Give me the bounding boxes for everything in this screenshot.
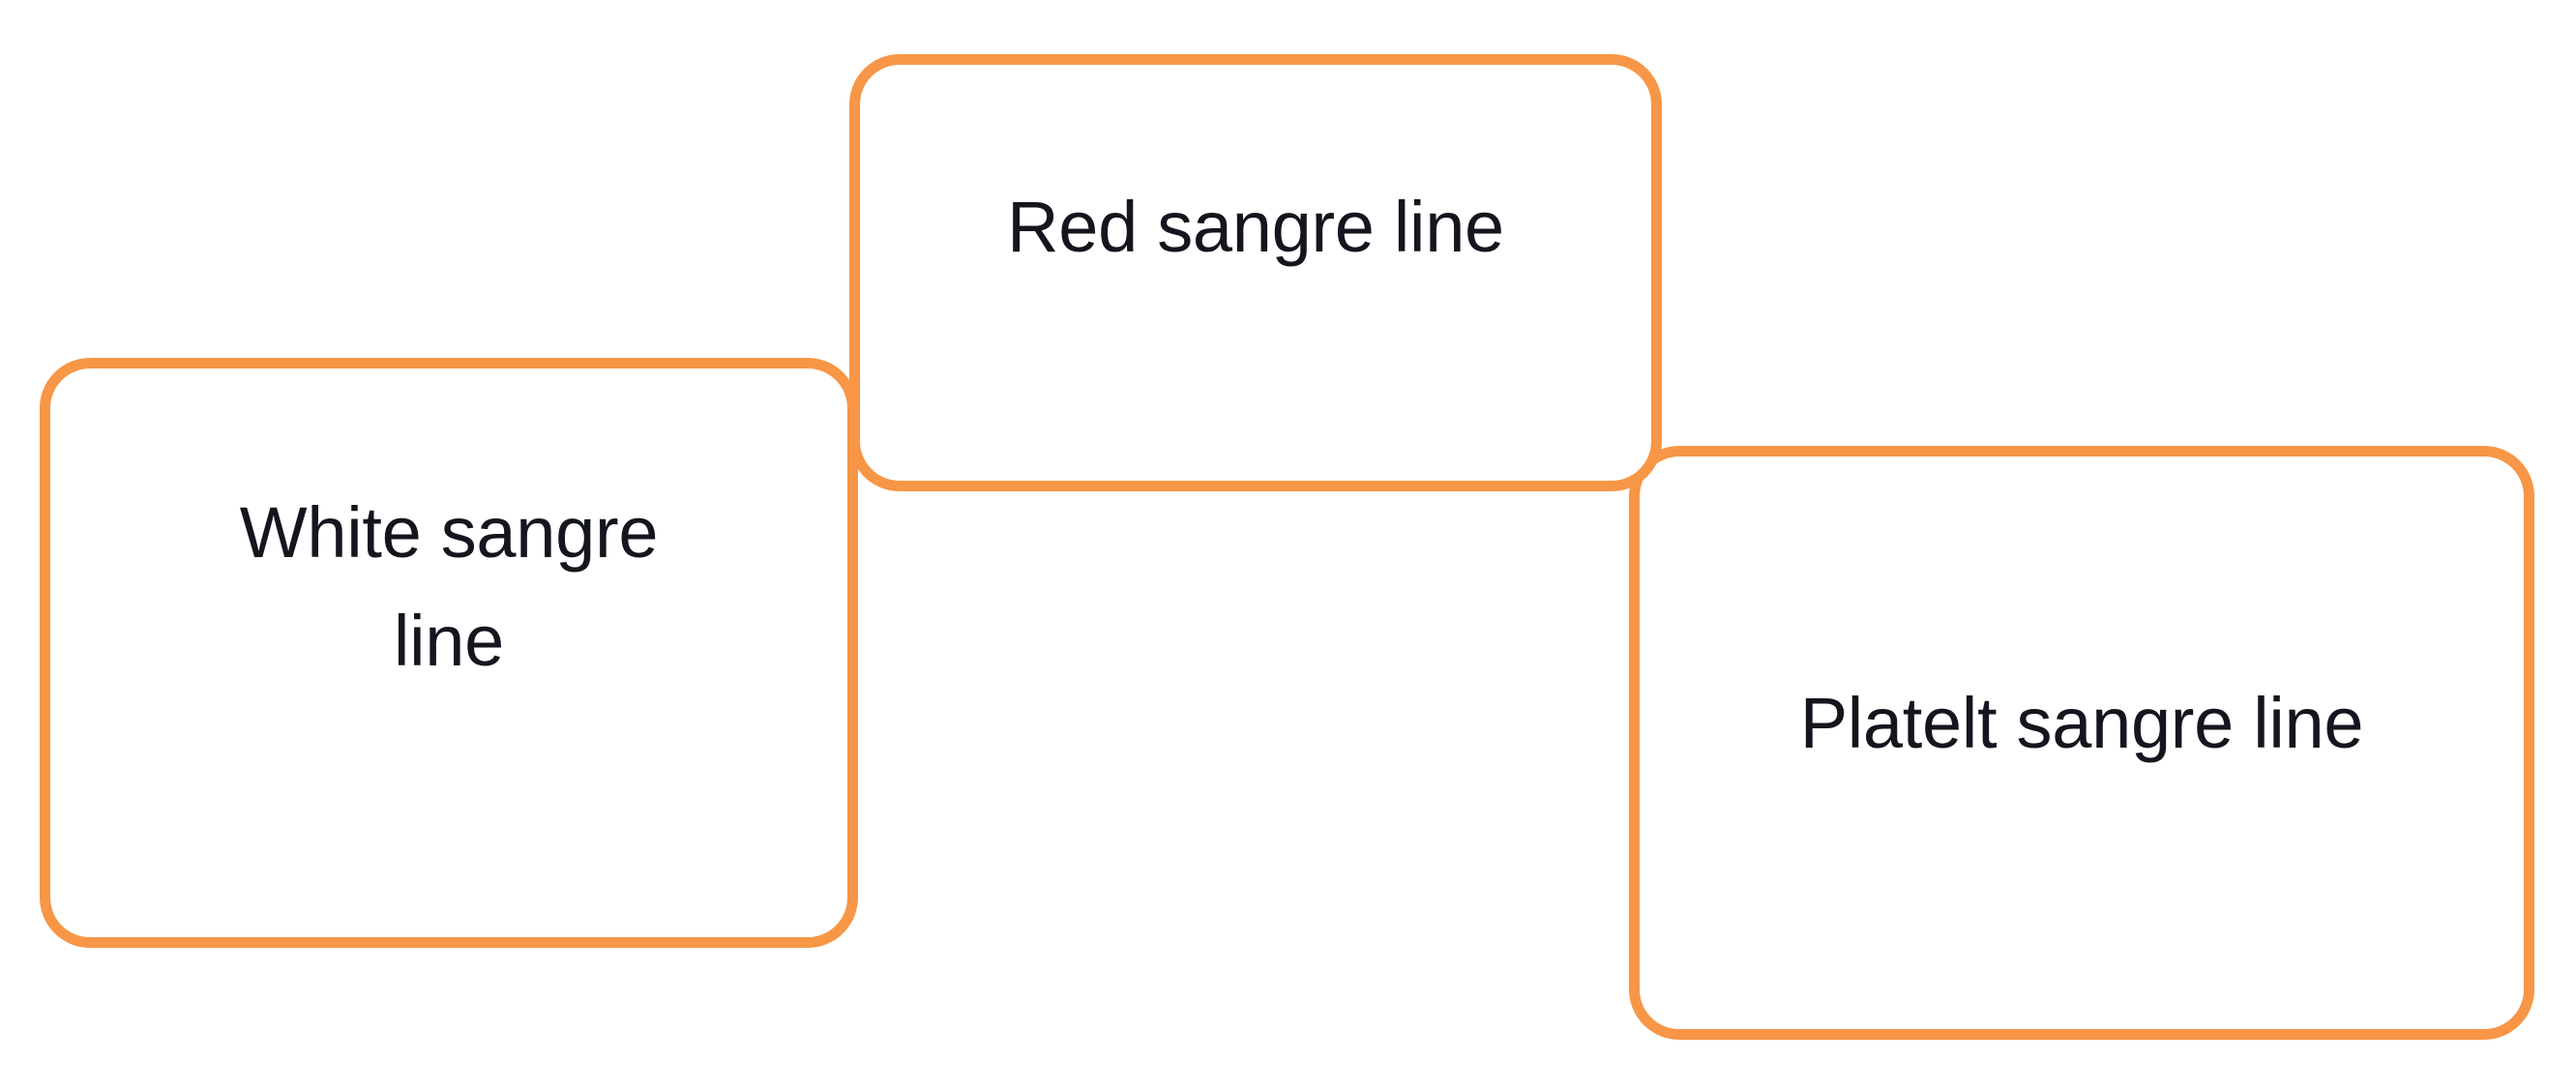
node-red-sangre-line-label: Red sangre line — [1007, 187, 1504, 267]
node-platelt-sangre-line-label: Platelt sangre line — [1799, 683, 2364, 763]
node-white-sangre-line-label: White sangre line — [239, 492, 659, 682]
node-white-sangre-line[interactable]: White sangre line — [40, 358, 858, 948]
node-red-sangre-line[interactable]: Red sangre line — [849, 54, 1662, 491]
node-platelt-sangre-line[interactable]: Platelt sangre line — [1629, 446, 2534, 1040]
